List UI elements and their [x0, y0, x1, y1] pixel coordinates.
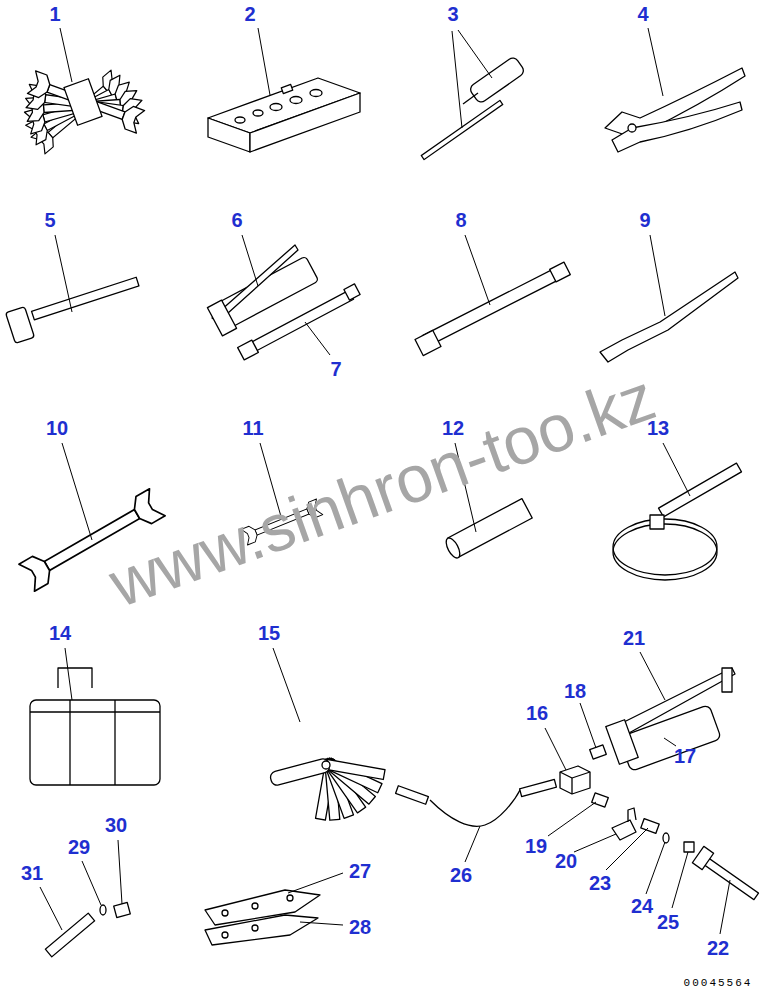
fitting — [641, 819, 659, 834]
wrench-set — [24, 70, 144, 154]
callout-number: 30 — [105, 815, 127, 835]
callout-number: 21 — [623, 628, 645, 648]
callout-number: 9 — [639, 210, 650, 230]
socket-tube — [443, 499, 532, 560]
callout-number: 24 — [631, 896, 653, 916]
grease-gun — [606, 668, 735, 771]
bracket-plates — [205, 890, 320, 945]
callout-number: 22 — [707, 938, 729, 958]
grease-nipple — [114, 902, 131, 917]
callout-number: 3 — [447, 4, 458, 24]
t-bar — [692, 846, 758, 899]
callout-number: 28 — [349, 917, 371, 937]
callout-number: 8 — [455, 210, 466, 230]
callout-number: 25 — [657, 912, 679, 932]
pry-bar — [600, 272, 738, 362]
hammer — [6, 277, 139, 343]
callout-number: 14 — [49, 623, 71, 643]
elbow-fitting — [612, 808, 636, 840]
callout-number: 31 — [21, 863, 43, 883]
screwdriver — [421, 56, 525, 160]
watermark: www.sinhron-too.kz — [101, 363, 662, 617]
callout-number: 4 — [637, 4, 648, 24]
nut — [684, 842, 694, 852]
extension-pipe — [238, 284, 360, 360]
callout-number: 18 — [564, 681, 586, 701]
pin-rod — [45, 913, 94, 957]
callout-number: 2 — [244, 4, 255, 24]
grease-hose — [396, 766, 590, 826]
callout-number: 23 — [589, 873, 611, 893]
callout-number: 5 — [44, 210, 55, 230]
fitting — [590, 745, 607, 759]
callout-number: 11 — [242, 418, 263, 438]
leader-lines — [40, 28, 730, 934]
callout-number: 6 — [231, 210, 242, 230]
drawing-code: 00045564 — [684, 978, 753, 989]
socket-case — [208, 78, 360, 152]
feeler-gauge — [269, 757, 385, 820]
callout-number: 29 — [68, 837, 90, 857]
callout-number: 19 — [525, 836, 547, 856]
callout-number: 20 — [555, 851, 577, 871]
tool-bag — [30, 668, 160, 785]
pliers — [605, 68, 745, 152]
callout-number: 1 — [49, 4, 60, 24]
extension-bar — [415, 262, 570, 355]
washer — [663, 833, 669, 843]
callout-number: 17 — [674, 746, 696, 766]
callout-number: 27 — [349, 861, 371, 881]
filter-wrench — [613, 463, 741, 580]
callout-number: 16 — [526, 703, 548, 723]
callout-number: 7 — [330, 359, 341, 379]
fitting — [592, 793, 609, 807]
callout-number: 10 — [46, 418, 68, 438]
callout-number: 15 — [258, 623, 280, 643]
callout-number: 26 — [450, 865, 472, 885]
washer — [100, 905, 106, 915]
